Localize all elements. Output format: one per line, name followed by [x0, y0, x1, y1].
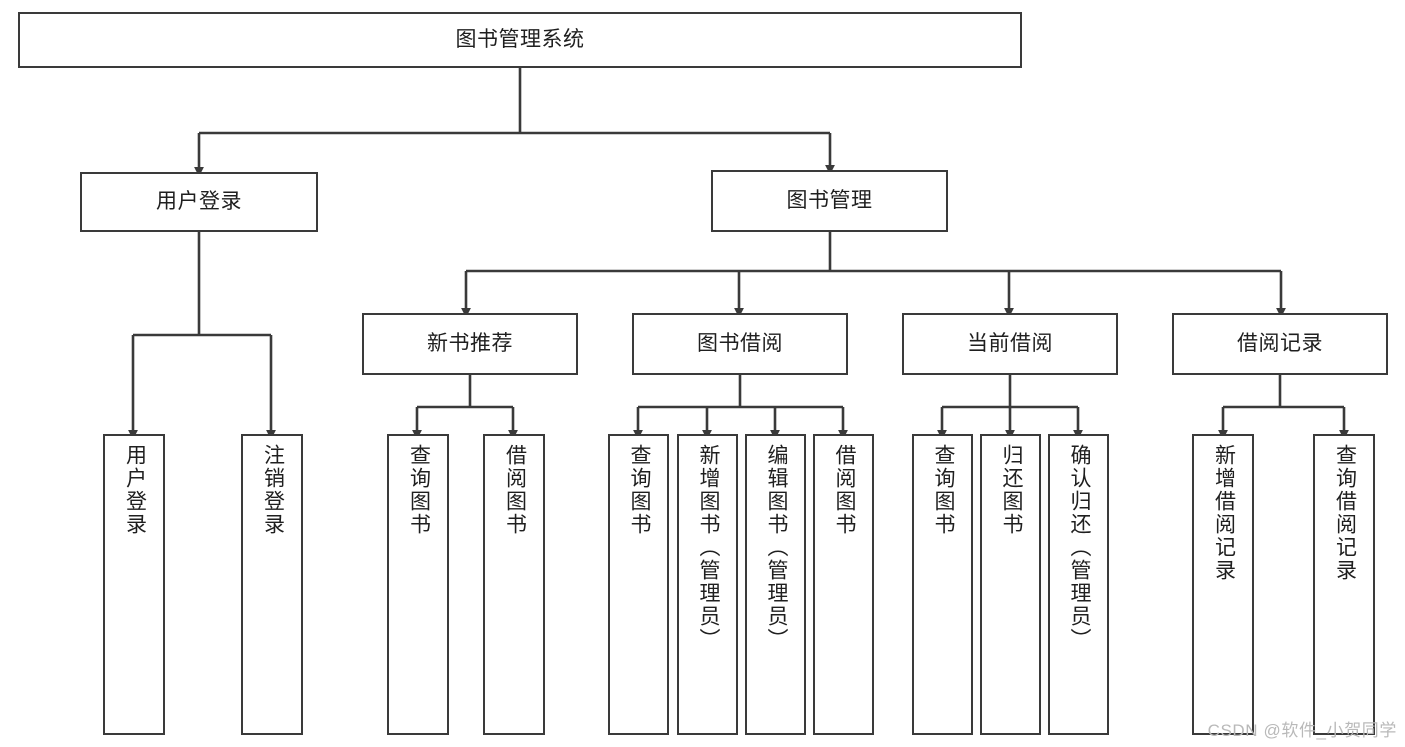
node-user-login[interactable]: 用户登录	[80, 172, 318, 232]
node-label: 编辑图书（管理员）	[764, 444, 788, 651]
node-label: 归还图书	[999, 444, 1023, 536]
node-label: 注销登录	[261, 444, 285, 536]
node-label: 查询图书	[407, 444, 431, 536]
leaf-borrow-record-query[interactable]: 查询借阅记录	[1313, 434, 1375, 735]
node-current-borrow[interactable]: 当前借阅	[902, 313, 1118, 375]
leaf-book-borrow-query[interactable]: 查询图书	[608, 434, 669, 735]
node-label: 用户登录	[156, 190, 242, 214]
leaf-current-borrow-return[interactable]: 归还图书	[980, 434, 1041, 735]
leaf-book-borrow-edit[interactable]: 编辑图书（管理员）	[745, 434, 806, 735]
leaf-new-book-borrow[interactable]: 借阅图书	[483, 434, 545, 735]
leaf-new-book-query[interactable]: 查询图书	[387, 434, 449, 735]
node-label: 用户登录	[123, 444, 147, 536]
node-label: 新书推荐	[427, 332, 513, 356]
node-new-book-recommend[interactable]: 新书推荐	[362, 313, 578, 375]
leaf-user-login-logout[interactable]: 注销登录	[241, 434, 303, 735]
node-label: 查询图书	[931, 444, 955, 536]
node-label: 借阅记录	[1237, 332, 1323, 356]
node-label: 借阅图书	[503, 444, 527, 536]
leaf-current-borrow-query[interactable]: 查询图书	[912, 434, 973, 735]
node-label: 查询借阅记录	[1333, 444, 1357, 582]
leaf-user-login-login[interactable]: 用户登录	[103, 434, 165, 735]
node-label: 确认归还（管理员）	[1067, 444, 1091, 651]
node-label: 当前借阅	[967, 332, 1053, 356]
leaf-book-borrow-add[interactable]: 新增图书（管理员）	[677, 434, 738, 735]
node-label: 图书借阅	[697, 332, 783, 356]
node-borrow-record[interactable]: 借阅记录	[1172, 313, 1388, 375]
leaf-borrow-record-add[interactable]: 新增借阅记录	[1192, 434, 1254, 735]
node-label: 借阅图书	[832, 444, 856, 536]
node-label: 查询图书	[627, 444, 651, 536]
node-root-system[interactable]: 图书管理系统	[18, 12, 1022, 68]
node-label: 新增借阅记录	[1212, 444, 1236, 582]
node-label: 图书管理系统	[455, 28, 585, 52]
leaf-book-borrow-borrow[interactable]: 借阅图书	[813, 434, 874, 735]
node-label: 新增图书（管理员）	[696, 444, 720, 651]
leaf-current-borrow-confirm-return[interactable]: 确认归还（管理员）	[1048, 434, 1109, 735]
node-label: 图书管理	[786, 189, 873, 213]
node-book-management[interactable]: 图书管理	[711, 170, 948, 232]
node-book-borrow[interactable]: 图书借阅	[632, 313, 848, 375]
